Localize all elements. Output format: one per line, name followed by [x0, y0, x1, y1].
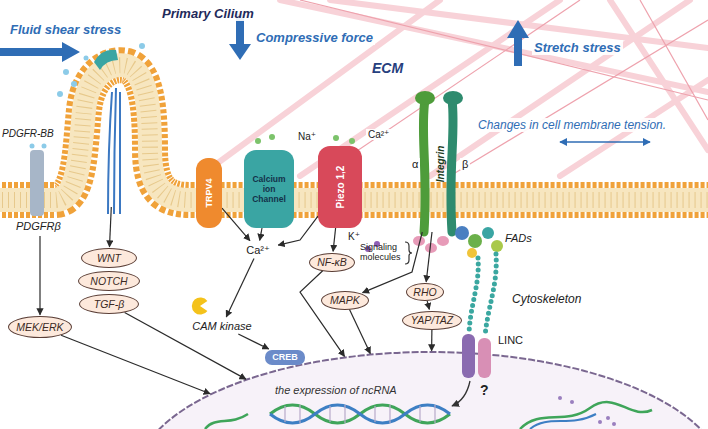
receptor-label: Integrin: [435, 145, 446, 182]
integrin-legs: [423, 100, 453, 232]
factor-label: CREB: [272, 352, 298, 362]
linc-arrow: [452, 381, 470, 406]
ion-node: Ca²⁺: [239, 242, 277, 259]
subunit-label: β: [460, 158, 470, 170]
signal-arrow: [260, 228, 262, 240]
stretch-arrow: [507, 20, 529, 66]
pathway-label: RHO: [413, 286, 436, 298]
nucleus-label: the expression of ncRNA: [275, 384, 397, 396]
channel-label: Calcium ion Channel: [244, 174, 294, 204]
ecm-fibrils: [300, 0, 708, 176]
pathway-oval: NOTCH: [78, 271, 140, 291]
signal-arrow: [363, 232, 423, 293]
transcription-factor: CREB: [265, 350, 305, 365]
force-label: Changes in cell membrane tension.: [476, 118, 668, 132]
pathway-oval: TGF-β: [79, 294, 139, 314]
subunit-label: α: [410, 158, 420, 170]
question-mark: ?: [480, 382, 489, 398]
pathway-oval: YAP/TAZ: [402, 311, 462, 330]
pathway-label: NF-κB: [317, 256, 347, 268]
pathway-label: TGF-β: [94, 298, 125, 310]
pathway-oval: WNT: [81, 248, 137, 268]
pathway-oval: NF-κB: [309, 253, 355, 272]
pathway-oval: RHO: [406, 283, 444, 301]
integrin-head: [443, 91, 463, 105]
bracket: [405, 242, 412, 264]
mechanosensor: [94, 50, 118, 70]
signal-arrow: [431, 330, 432, 351]
linc-complex: [462, 334, 491, 378]
ion-channel: Calcium ion Channel: [244, 150, 294, 228]
ion-label: Ca²⁺: [366, 129, 391, 140]
ion-label: Ca²⁺: [246, 244, 270, 257]
ion-channel: TRPV4: [196, 158, 222, 228]
receptor: PDGFRβ: [12, 150, 68, 236]
pathway-oval: MAPK: [321, 291, 369, 310]
signal-arrow: [300, 271, 345, 357]
signal-arrow: [238, 334, 268, 349]
pathway-oval: MEK/ERK: [8, 316, 72, 338]
chromatin-dots: [558, 396, 616, 426]
tension-arrow: [560, 141, 650, 143]
signal-arrow: [226, 259, 254, 317]
cam-kinase-icon: [192, 297, 208, 314]
ion-channel: Piezo 1,2: [318, 146, 362, 228]
nucleus-region: the expression of ncRNA: [135, 352, 708, 429]
signal-arrow: [61, 335, 210, 393]
integrin-head: [415, 91, 435, 105]
signal-arrow: [427, 301, 429, 310]
force-label: Fluid shear stress: [8, 22, 123, 37]
cilium-region: Primary Cilium: [85, 47, 145, 207]
molecule-label: Signaling molecules: [360, 242, 405, 262]
kinase-node: CAM kinase: [185, 318, 259, 334]
channel-label: TRPV4: [204, 178, 214, 207]
force-label: Stretch stress: [532, 40, 623, 55]
pathway-label: YAP/TAZ: [411, 314, 453, 326]
signal-arrow: [349, 309, 370, 353]
cytoskeleton-chain: [469, 254, 496, 336]
structure-label: FADs: [505, 232, 532, 244]
receptor-body: [30, 150, 44, 216]
structure-label: Primary Cilium: [160, 6, 256, 21]
channel-label: Piezo 1,2: [335, 166, 346, 209]
force-label: Compressive force: [254, 30, 375, 45]
nucleus: [135, 352, 708, 429]
pathway-label: MEK/ERK: [16, 321, 63, 333]
ligand-label: PDGFR-BB: [2, 128, 54, 139]
dna-helix: [205, 402, 652, 429]
region-label: ECM: [370, 60, 405, 76]
integrin: Integrin: [420, 95, 460, 232]
pathway-label: MAPK: [330, 294, 360, 306]
shear-arrow: [0, 42, 80, 62]
signal-arrow: [426, 232, 432, 282]
receptor-label: PDGFRβ: [16, 220, 61, 232]
structure-label: LINC: [498, 334, 523, 346]
ion-label: K⁺: [348, 231, 360, 242]
signal-arrow: [39, 236, 40, 315]
signal-arrow: [110, 207, 112, 247]
pathway-label: WNT: [97, 252, 121, 264]
axoneme: [108, 88, 120, 214]
pathway-label: NOTCH: [90, 275, 127, 287]
ion-label: Na⁺: [296, 131, 318, 142]
structure-label: Cytoskeleton: [512, 292, 581, 306]
signal-arrow: [333, 228, 336, 251]
kinase-label: CAM kinase: [192, 320, 251, 332]
